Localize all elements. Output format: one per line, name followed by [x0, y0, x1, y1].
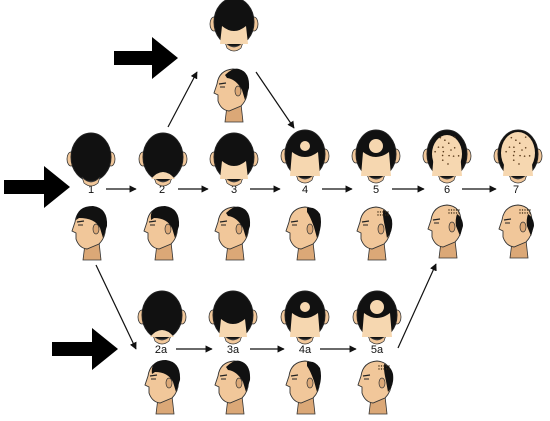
- stage-label-2: 2: [159, 184, 165, 196]
- head-top-view-2a: [137, 290, 187, 345]
- head-top-view-6: [422, 129, 472, 184]
- stage-label-4a: 4a: [299, 344, 312, 356]
- head-side-view-5: [356, 206, 393, 261]
- stage-label-3: 3: [231, 184, 237, 196]
- head-top-view-4a: [280, 290, 330, 345]
- head-side-view-2: [143, 206, 180, 261]
- head-side-view-4a: [285, 360, 321, 415]
- head-side-view-7: [498, 204, 534, 259]
- head-side-view-6: [427, 204, 463, 259]
- head-top-view-3a: [208, 290, 258, 345]
- head-top-view-3: [209, 132, 259, 187]
- stage-labels: 1 2 3 4 5 6 7 2a 3a 4a 5a: [88, 184, 519, 356]
- pointer-arrow-middle: [4, 166, 70, 208]
- stage-label-4: 4: [302, 184, 308, 196]
- stage-label-7: 7: [513, 184, 519, 196]
- head-illustrations: [66, 0, 543, 415]
- stage-label-3a: 3a: [227, 344, 240, 356]
- arrow-up-4: [255, 71, 295, 129]
- head-side-view-3: [214, 206, 251, 261]
- head-side-view-5a: [357, 360, 394, 415]
- head-top-view-1: [66, 132, 116, 187]
- head-side-view-1: [71, 206, 108, 261]
- head-side-view-2a: [144, 360, 181, 415]
- stage-arrows: [95, 71, 497, 353]
- arrow-1-2a: [95, 264, 137, 350]
- pointer-arrow-bottom: [52, 328, 118, 370]
- stage-label-5: 5: [373, 184, 379, 196]
- arrow-5a-6: [397, 263, 437, 349]
- head-top-view-5a: [352, 290, 402, 345]
- stage-label-2a: 2a: [155, 344, 168, 356]
- head-side-view-vertex: [213, 68, 250, 123]
- head-top-view-2: [138, 132, 188, 187]
- head-top-view-vertex: [209, 0, 259, 52]
- stage-label-6: 6: [444, 184, 450, 196]
- head-top-view-7: [493, 129, 543, 184]
- head-side-view-3a: [214, 360, 251, 415]
- arrow-2-up: [167, 71, 198, 128]
- stage-label-1: 1: [88, 184, 94, 196]
- stage-label-5a: 5a: [371, 344, 384, 356]
- head-top-view-4: [280, 129, 330, 184]
- pointer-arrow-top: [114, 37, 178, 79]
- head-side-view-4: [285, 206, 321, 261]
- head-top-view-5: [351, 129, 401, 184]
